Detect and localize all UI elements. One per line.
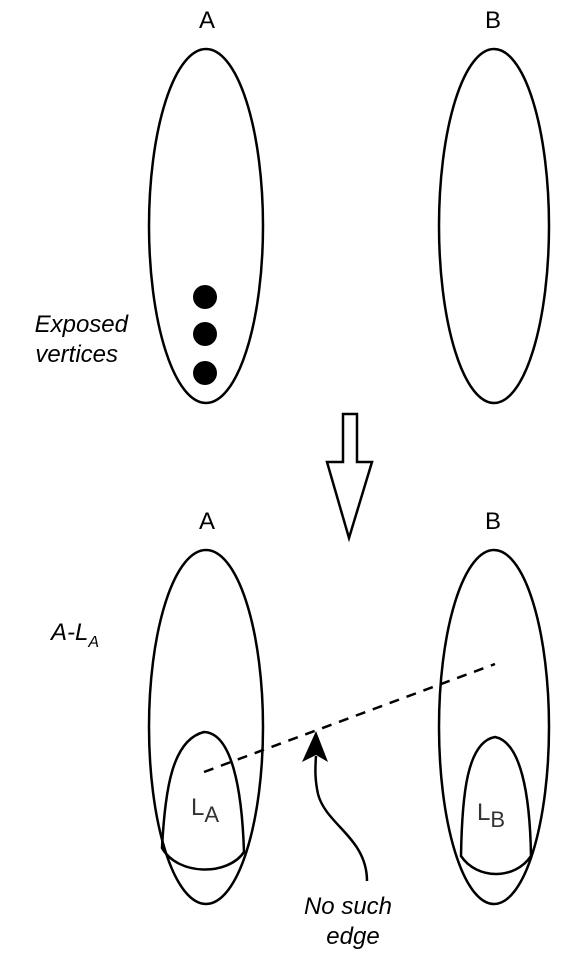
top-set-b-label: B bbox=[485, 7, 501, 34]
top-panel: A B Exposed vertices bbox=[35, 7, 551, 405]
bottom-panel: A B A-LA LA LB No such edge bbox=[49, 508, 551, 950]
pointer-arrowhead-icon bbox=[302, 731, 328, 762]
la-region bbox=[160, 730, 246, 871]
transition-arrow-icon bbox=[325, 412, 374, 543]
bottom-set-a-label: A bbox=[199, 508, 215, 535]
no-such-edge-label-line2: edge bbox=[326, 923, 379, 950]
pointer-arrow-shaft bbox=[314, 755, 369, 882]
lb-label: LB bbox=[477, 799, 505, 832]
top-set-a-label: A bbox=[199, 7, 215, 34]
top-set-a-ellipse bbox=[147, 47, 265, 405]
exposed-vertex bbox=[193, 285, 217, 309]
a-minus-la-label: A-LA bbox=[49, 619, 99, 651]
exposed-vertices-label-line1: Exposed bbox=[35, 311, 129, 338]
bottom-set-b-label: B bbox=[485, 508, 501, 535]
top-set-b-ellipse bbox=[437, 47, 551, 405]
exposed-vertex bbox=[193, 322, 217, 346]
no-such-edge-label-line1: No such bbox=[304, 893, 392, 920]
bottom-set-b-ellipse bbox=[437, 548, 551, 906]
exposed-vertices-label-line2: vertices bbox=[35, 341, 118, 368]
bottom-set-a-ellipse bbox=[147, 548, 265, 906]
la-label: LA bbox=[191, 794, 219, 827]
dashed-edge bbox=[203, 662, 496, 774]
lb-region bbox=[459, 735, 533, 876]
exposed-vertex bbox=[193, 361, 217, 385]
